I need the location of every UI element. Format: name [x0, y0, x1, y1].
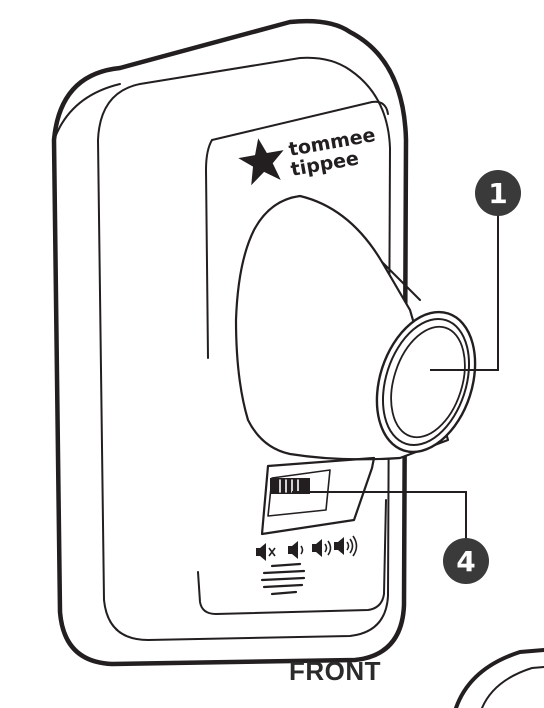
device-inner-bezel — [97, 56, 391, 641]
funnel-edge-line — [381, 261, 421, 301]
device-side-edge — [53, 83, 121, 141]
callout-1: 1 — [430, 170, 521, 371]
volume-high-icon — [334, 535, 358, 557]
callout-1-leader — [430, 212, 499, 371]
volume-low-icon — [288, 541, 304, 559]
device-outer-shell — [51, 18, 409, 667]
front-panel — [205, 139, 213, 359]
device-body — [51, 18, 409, 667]
recess-inner — [267, 469, 331, 517]
slider-grip — [279, 479, 299, 493]
brand-logo: tommee tippee — [238, 124, 377, 186]
star-logo-icon — [238, 138, 284, 186]
callout-1-badge — [475, 170, 521, 216]
callout-1-number: 1 — [488, 177, 507, 210]
caption-front: FRONT — [289, 656, 381, 686]
mute-icon — [256, 543, 276, 561]
funnel-inner-ring — [390, 325, 466, 439]
partial-device-edge — [454, 648, 544, 708]
callout-4-number: 4 — [456, 545, 475, 578]
callout-4-badge — [443, 538, 489, 584]
front-panel-bottom — [197, 499, 387, 615]
volume-medium-icon — [312, 539, 332, 557]
callout-4: 4 — [292, 491, 489, 584]
sensor-funnel — [234, 194, 477, 461]
speaker-grille-icon — [260, 562, 306, 596]
volume-icons — [256, 535, 358, 561]
volume-switch-recess — [260, 456, 376, 536]
recess-outline — [260, 456, 376, 536]
callout-4-leader — [292, 491, 467, 540]
front-panel-top — [211, 100, 389, 141]
